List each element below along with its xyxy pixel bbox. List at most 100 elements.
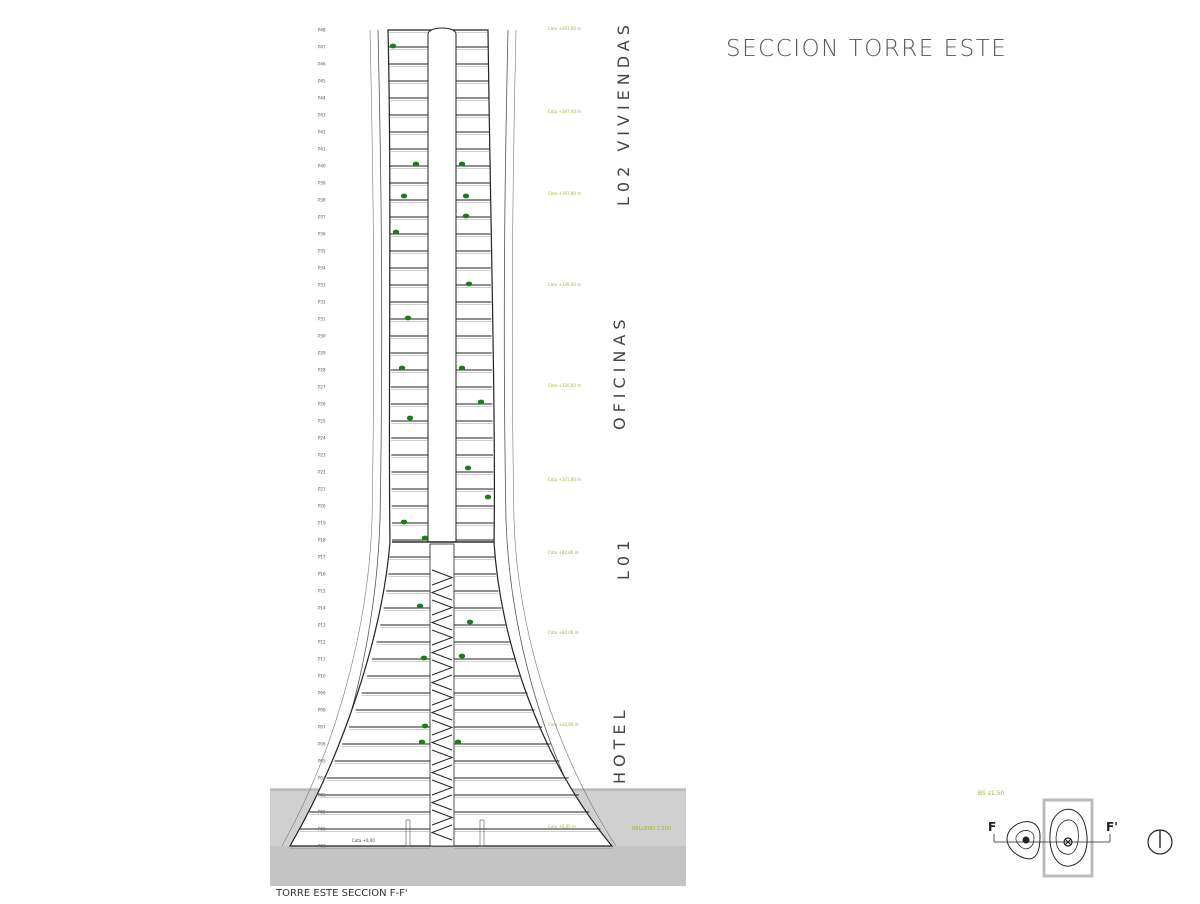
floor-label: P09 xyxy=(318,691,326,696)
floor-label: P39 xyxy=(318,181,326,186)
floor-label: P03 xyxy=(318,793,326,798)
floor-label: P47 xyxy=(318,45,326,50)
sheet-title: SECCION TORRE ESTE xyxy=(726,36,1008,62)
east-tower-plan xyxy=(1049,808,1088,867)
plants-layer xyxy=(389,43,492,745)
floor-label: P43 xyxy=(318,113,326,118)
floor-label: P19 xyxy=(318,521,326,526)
floor-label: P12 xyxy=(318,640,326,645)
north-arrow-icon xyxy=(1147,829,1173,855)
plant xyxy=(484,494,492,500)
floor-label: P14 xyxy=(318,606,326,611)
level-annotation: Cota +201,60 m xyxy=(548,26,581,31)
floor-label: P16 xyxy=(318,572,326,577)
floor-label: P33 xyxy=(318,283,326,288)
key-plan: BS s1.50 F F' xyxy=(978,790,1173,878)
plant xyxy=(458,161,466,167)
plant xyxy=(421,535,429,541)
level-annotation: Cota +120,00 m xyxy=(548,383,581,388)
floor-label: P00 xyxy=(318,844,326,849)
level-annotation: Cota +149,00 m xyxy=(548,282,581,287)
floor-label: P01 xyxy=(318,827,326,832)
outer-skin-left xyxy=(281,29,375,847)
section-mark-right: F' xyxy=(1106,820,1118,834)
floor-label: P37 xyxy=(318,215,326,220)
plant xyxy=(466,619,474,625)
level-annotation: Cota +64,00 m xyxy=(548,630,579,635)
stair-flight xyxy=(430,674,453,691)
stair-flight xyxy=(431,629,454,646)
stair-flight xyxy=(431,599,454,616)
west-tower-inner xyxy=(1015,830,1035,850)
stair-flight xyxy=(431,719,454,736)
floor-label: P26 xyxy=(318,402,326,407)
plant xyxy=(412,161,420,167)
floor-labels: P48P47P46P45P44P43P42P41P40P39P38P37P36P… xyxy=(318,28,326,849)
stair-flight xyxy=(431,809,454,826)
ground-label: Cota +0,00 xyxy=(352,838,375,843)
plant xyxy=(420,655,428,661)
plant xyxy=(458,653,466,659)
floor-label: P07 xyxy=(318,725,326,730)
stair-flight xyxy=(430,704,453,721)
stair-flight xyxy=(430,794,453,811)
level-annotations: Cota +201,60 m Cota +187,40 m Cota +167,80… xyxy=(548,26,581,829)
stair-flight xyxy=(430,584,453,601)
key-plan-scale: BS s1.50 xyxy=(978,790,1004,797)
floor-label: P44 xyxy=(318,96,326,101)
plant xyxy=(462,193,470,199)
floor-label: P23 xyxy=(318,453,326,458)
stair-flight xyxy=(430,644,453,661)
floor-label: P10 xyxy=(318,674,326,679)
floor-label: P22 xyxy=(318,470,326,475)
stair-flight xyxy=(431,779,454,796)
central-atrium xyxy=(427,27,457,543)
stair-flight xyxy=(431,569,454,586)
floor-label: P13 xyxy=(318,623,326,628)
floor-label: P38 xyxy=(318,198,326,203)
level-annotation: Cota +0,00 m xyxy=(548,824,576,829)
section-mark-left: F xyxy=(988,820,996,834)
zone-label-viviendas: L02 VIVIENDAS xyxy=(614,20,633,206)
plant xyxy=(400,193,408,199)
stair-flight xyxy=(431,659,454,676)
level-annotation: Cota +187,40 m xyxy=(548,109,581,114)
ground-note: RELLENO 1:500 xyxy=(632,826,671,832)
floor-label: P04 xyxy=(318,776,326,781)
floor-label: P08 xyxy=(318,708,326,713)
floor-label: P11 xyxy=(318,657,326,662)
floor-label: P46 xyxy=(318,62,326,67)
foundation xyxy=(270,846,686,886)
floor-label: P18 xyxy=(318,538,326,543)
floor-label: P41 xyxy=(318,147,326,152)
floor-label: P34 xyxy=(318,266,326,271)
plant xyxy=(477,399,485,405)
plant xyxy=(462,213,470,219)
floor-label: P27 xyxy=(318,385,326,390)
stair-flight xyxy=(430,824,453,841)
level-annotation: Cota +167,80 m xyxy=(548,191,581,196)
plant xyxy=(416,603,424,609)
floor-label: P36 xyxy=(318,232,326,237)
floor-label: P40 xyxy=(318,164,326,169)
floor-label: P31 xyxy=(318,317,326,322)
plant xyxy=(389,43,397,49)
plant xyxy=(464,465,472,471)
floor-label: P02 xyxy=(318,810,326,815)
plant xyxy=(392,229,400,235)
stair-flights xyxy=(430,569,454,841)
floor-label: P48 xyxy=(318,28,326,33)
floor-label: P25 xyxy=(318,419,326,424)
plant xyxy=(400,519,408,525)
floor-label: P28 xyxy=(318,368,326,373)
floor-slabs xyxy=(290,29,612,849)
plant xyxy=(458,365,466,371)
west-tower-plan xyxy=(1006,821,1041,860)
floor-label: P45 xyxy=(318,79,326,84)
plant xyxy=(398,365,406,371)
stair-flight xyxy=(431,689,454,706)
plant xyxy=(404,315,412,321)
plant xyxy=(421,723,429,729)
